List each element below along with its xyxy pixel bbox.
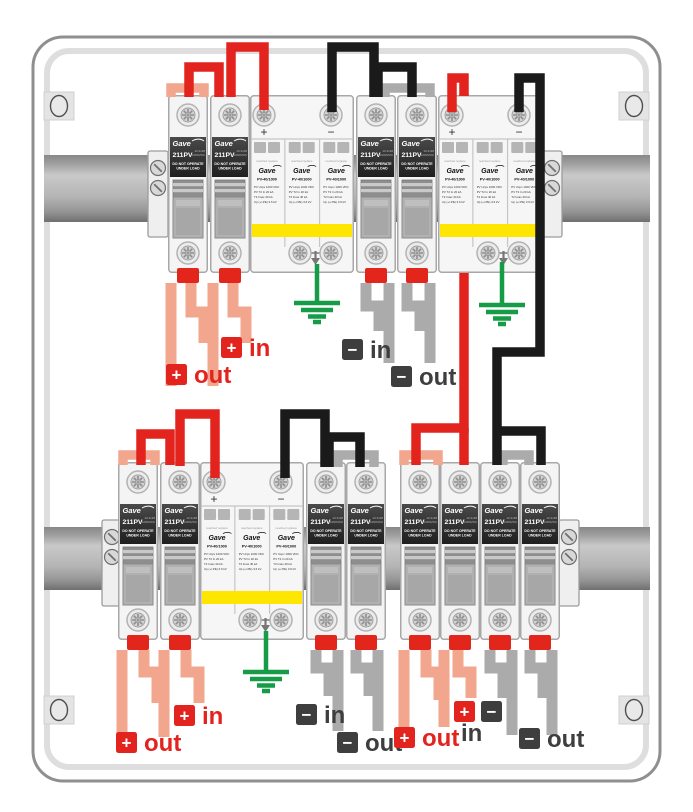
label-plus-out-right: + out [394,725,459,752]
red-jumpers [136,42,469,478]
jumper-plus [399,450,443,465]
svg-text:+: + [172,366,182,385]
spd-top-right [439,96,542,273]
svg-text:in: in [370,337,391,364]
wire-minus-in [310,650,335,696]
fuse-bottom-8 [521,463,560,650]
fuse-bottom-3 [307,463,346,650]
wire-minus-in [524,650,549,698]
fuse-top-3 [357,96,396,283]
fuse-bottom-6 [441,463,480,650]
wire-plus-in [180,650,205,703]
fuse-bottom-5 [401,463,440,650]
fuse-top-1 [169,96,208,283]
wire-minus-in [401,283,426,331]
wire-minus-in [484,650,509,698]
svg-text:out: out [144,730,181,757]
wire-minus-in [360,283,385,331]
svg-text:in: in [202,703,223,730]
svg-text:−: − [343,734,353,753]
label-plus-in-bottom: + in [174,703,223,730]
jumper-plus [136,429,175,465]
mount-tab-bottom-right [618,695,650,725]
fuse-top-2 [211,96,250,283]
label-minus-out-bottom: − out [337,730,402,757]
black-jumpers [280,42,546,478]
svg-text:out: out [419,364,456,391]
fuse-bottom-1 [119,463,158,650]
svg-text:−: − [302,706,312,725]
jumper-spd-plus [175,409,220,478]
spd-bottom [201,463,304,640]
fuse-bottom-4 [347,463,386,650]
spd-top-left [251,96,354,273]
fuse-top-4 [398,96,437,283]
svg-text:+: + [400,729,410,748]
jumper-spd-plus [447,73,469,112]
jumper-minus [373,62,417,97]
svg-text:out: out [422,725,459,752]
jumper-minus [324,432,365,467]
label-plus-in-top: + in [221,335,270,362]
label-plus-out-bottom: + out [116,730,181,757]
wire-minus-in [350,650,375,696]
svg-text:−: − [487,703,497,722]
svg-text:+: + [180,707,190,726]
wire-minus-feed [492,73,545,465]
svg-text:+: + [122,734,132,753]
label-minus-in-bottom: − in [296,702,345,729]
rail-clamp-top-left [148,151,168,237]
svg-text:−: − [397,368,407,387]
rail-clamp-top-right [542,151,562,237]
label-minus-out-right: − out [519,726,584,753]
svg-text:out: out [194,362,231,389]
svg-text:out: out [547,726,584,753]
earth-symbol-icon [479,262,525,327]
ground-symbols [243,262,525,694]
label-plusminus-in-right: + − in [454,701,502,747]
svg-text:−: − [348,341,358,360]
salmon-wires [116,283,477,737]
fuse-bottom-2 [161,463,200,650]
mount-tab-top-right [618,91,650,121]
svg-text:+: + [227,339,237,358]
wire-plus-in [227,283,252,343]
fuse-bottom-7 [481,463,520,650]
mount-tab-bottom-left [43,695,75,725]
io-labels: + in + out − in − out + in + out [116,335,584,757]
svg-text:+: + [460,703,470,722]
wire-minus-feed-branch [497,426,546,465]
label-minus-in-top: − in [342,337,391,364]
mount-tab-top-left [43,91,75,121]
earth-symbol-icon [243,631,289,694]
jumper-spd-plus [226,42,269,110]
jumper-plus [184,62,224,97]
rail-clamp-bottom-right [559,520,579,606]
jumper-minus [498,450,534,465]
label-plus-out-top: + out [166,362,231,389]
svg-text:in: in [461,720,482,747]
svg-text:−: − [525,730,535,749]
wire-plus-in [138,650,163,703]
svg-text:in: in [324,702,345,729]
wire-plus-in [452,650,477,698]
gray-wires [310,283,558,735]
earth-symbol-icon [294,264,340,325]
svg-text:in: in [249,335,270,362]
wire-plus-in [185,283,210,343]
wire-plus-feed [411,278,469,465]
label-minus-out-top: − out [391,364,456,391]
